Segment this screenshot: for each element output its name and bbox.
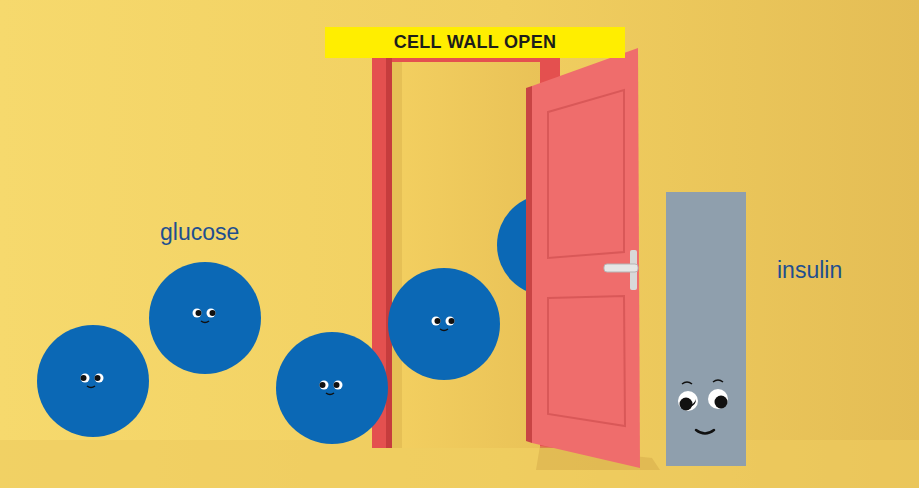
banner-text: CELL WALL OPEN xyxy=(394,32,557,53)
opening-shadow xyxy=(392,62,402,448)
pupil xyxy=(320,382,326,388)
glucose-circle xyxy=(37,325,149,437)
smile xyxy=(326,393,334,395)
eye xyxy=(193,309,202,318)
eye xyxy=(446,317,455,326)
pupil xyxy=(196,310,202,316)
insulin-rect xyxy=(666,192,746,466)
eye xyxy=(95,374,104,383)
smile xyxy=(440,329,448,331)
smile xyxy=(696,430,714,434)
eye xyxy=(678,391,698,411)
glucose-circle xyxy=(276,332,388,444)
insulin-label: insulin xyxy=(777,257,842,285)
eye xyxy=(432,317,441,326)
glucose-molecules xyxy=(37,194,599,444)
door-inset xyxy=(548,90,624,258)
eye xyxy=(81,374,90,383)
smile xyxy=(87,386,95,388)
pupil xyxy=(449,318,455,324)
door-edge xyxy=(526,86,532,443)
door-panel xyxy=(532,48,640,468)
pupil xyxy=(435,318,441,324)
eye xyxy=(708,389,728,409)
smile xyxy=(201,321,209,323)
eyebrow xyxy=(682,382,692,384)
eyebrow xyxy=(713,380,723,382)
eye xyxy=(207,309,216,318)
pupil xyxy=(680,398,693,411)
pupil xyxy=(210,310,216,316)
eye xyxy=(334,381,343,390)
door-leaf xyxy=(526,48,660,470)
banner-box: CELL WALL OPEN xyxy=(325,27,625,58)
door-inset xyxy=(548,296,625,426)
pupil xyxy=(81,375,87,381)
pupil xyxy=(715,396,728,409)
pupil xyxy=(95,375,101,381)
glucose-circle xyxy=(388,268,500,380)
insulin-figure xyxy=(666,192,746,466)
door-handle xyxy=(604,264,638,272)
pupil xyxy=(334,382,340,388)
eye xyxy=(320,381,329,390)
glucose-circle xyxy=(149,262,261,374)
glucose-label: glucose xyxy=(160,219,239,247)
